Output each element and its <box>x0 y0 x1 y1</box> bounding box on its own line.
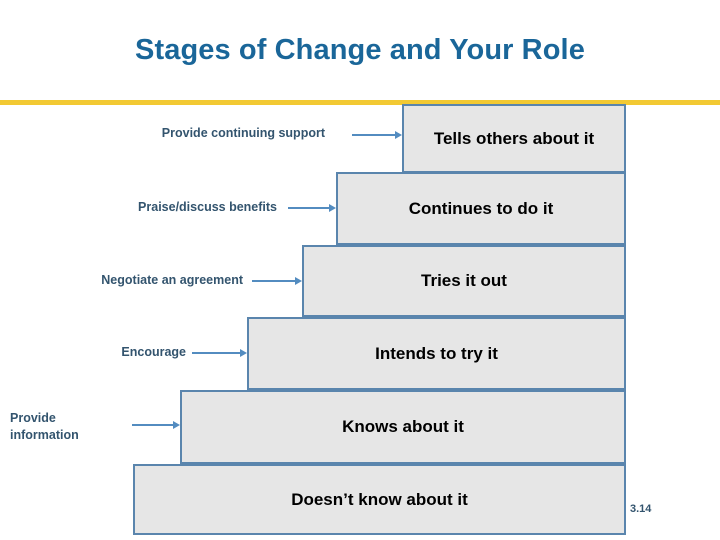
step-box-continues: Continues to do it <box>336 172 626 245</box>
step-box-intends-to-try: Intends to try it <box>247 317 626 390</box>
step-label: Intends to try it <box>375 343 498 363</box>
role-label-provide-information: Provide information <box>10 411 79 442</box>
role-label-negotiate-an-agreement: Negotiate an agreement <box>101 273 243 287</box>
step-label: Continues to do it <box>408 198 554 218</box>
step-label: Tries it out <box>421 271 507 291</box>
connector-arrow-3 <box>252 276 302 286</box>
step-box-tells-others: Tells others about it <box>402 104 626 173</box>
role-label-praise-discuss-benefits: Praise/discuss benefits <box>138 200 277 214</box>
step-label: Knows about it <box>342 417 464 437</box>
connector-arrow-1 <box>352 130 402 140</box>
title-divider-rule <box>0 100 720 105</box>
step-box-tries-it-out: Tries it out <box>302 245 626 317</box>
connector-arrow-2 <box>288 203 336 213</box>
page-title: Stages of Change and Your Role <box>135 34 585 66</box>
page-number: 3.14 <box>630 503 652 515</box>
connector-arrow-4 <box>192 348 247 358</box>
role-label-encourage: Encourage <box>121 345 186 359</box>
step-label: Tells others about it <box>433 128 595 148</box>
step-box-doesnt-know: Doesn’t know about it <box>133 464 626 535</box>
role-label-provide-continuing-support: Provide continuing support <box>161 126 325 140</box>
step-label: Doesn’t know about it <box>291 489 468 509</box>
step-box-knows-about-it: Knows about it <box>180 390 626 464</box>
